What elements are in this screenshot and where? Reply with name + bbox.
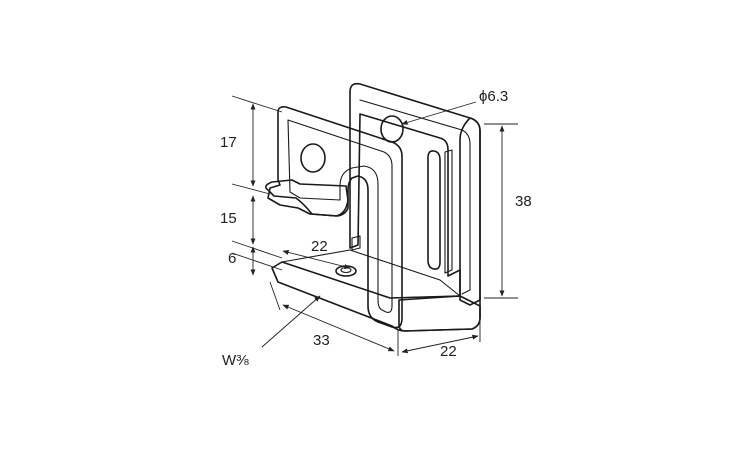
dim-line-22-inner [282, 249, 351, 270]
label-length: 33 [313, 332, 330, 349]
label-inner-width: 22 [311, 238, 328, 255]
back-hole [380, 115, 404, 143]
label-depth: 22 [440, 343, 457, 360]
front-plate-inner [287, 119, 393, 313]
label-height-total: 38 [515, 193, 532, 210]
dim-line-33 [282, 304, 395, 352]
label-height-mid: 15 [220, 210, 237, 227]
rear-peg [351, 235, 361, 251]
label-hole-diameter: ϕ6.3 [479, 88, 508, 105]
back-slot [427, 150, 441, 270]
back-plate-inner [359, 99, 471, 295]
extension-lines [231, 95, 518, 356]
leader-thread [261, 295, 321, 348]
leader-hole [401, 101, 477, 125]
label-height-bottom: 6 [228, 250, 236, 267]
dimension-labels: ϕ6.3 38 17 15 6 22 33 22 W⅜ [220, 88, 532, 369]
side-tab [264, 179, 349, 217]
side-slot [444, 149, 453, 274]
label-height-top: 17 [220, 134, 237, 151]
dimension-lines [250, 101, 505, 354]
label-thread: W⅜ [222, 352, 249, 369]
bracket-body [264, 82, 481, 332]
dim-line-22-depth [401, 334, 479, 354]
front-hole [300, 143, 326, 173]
